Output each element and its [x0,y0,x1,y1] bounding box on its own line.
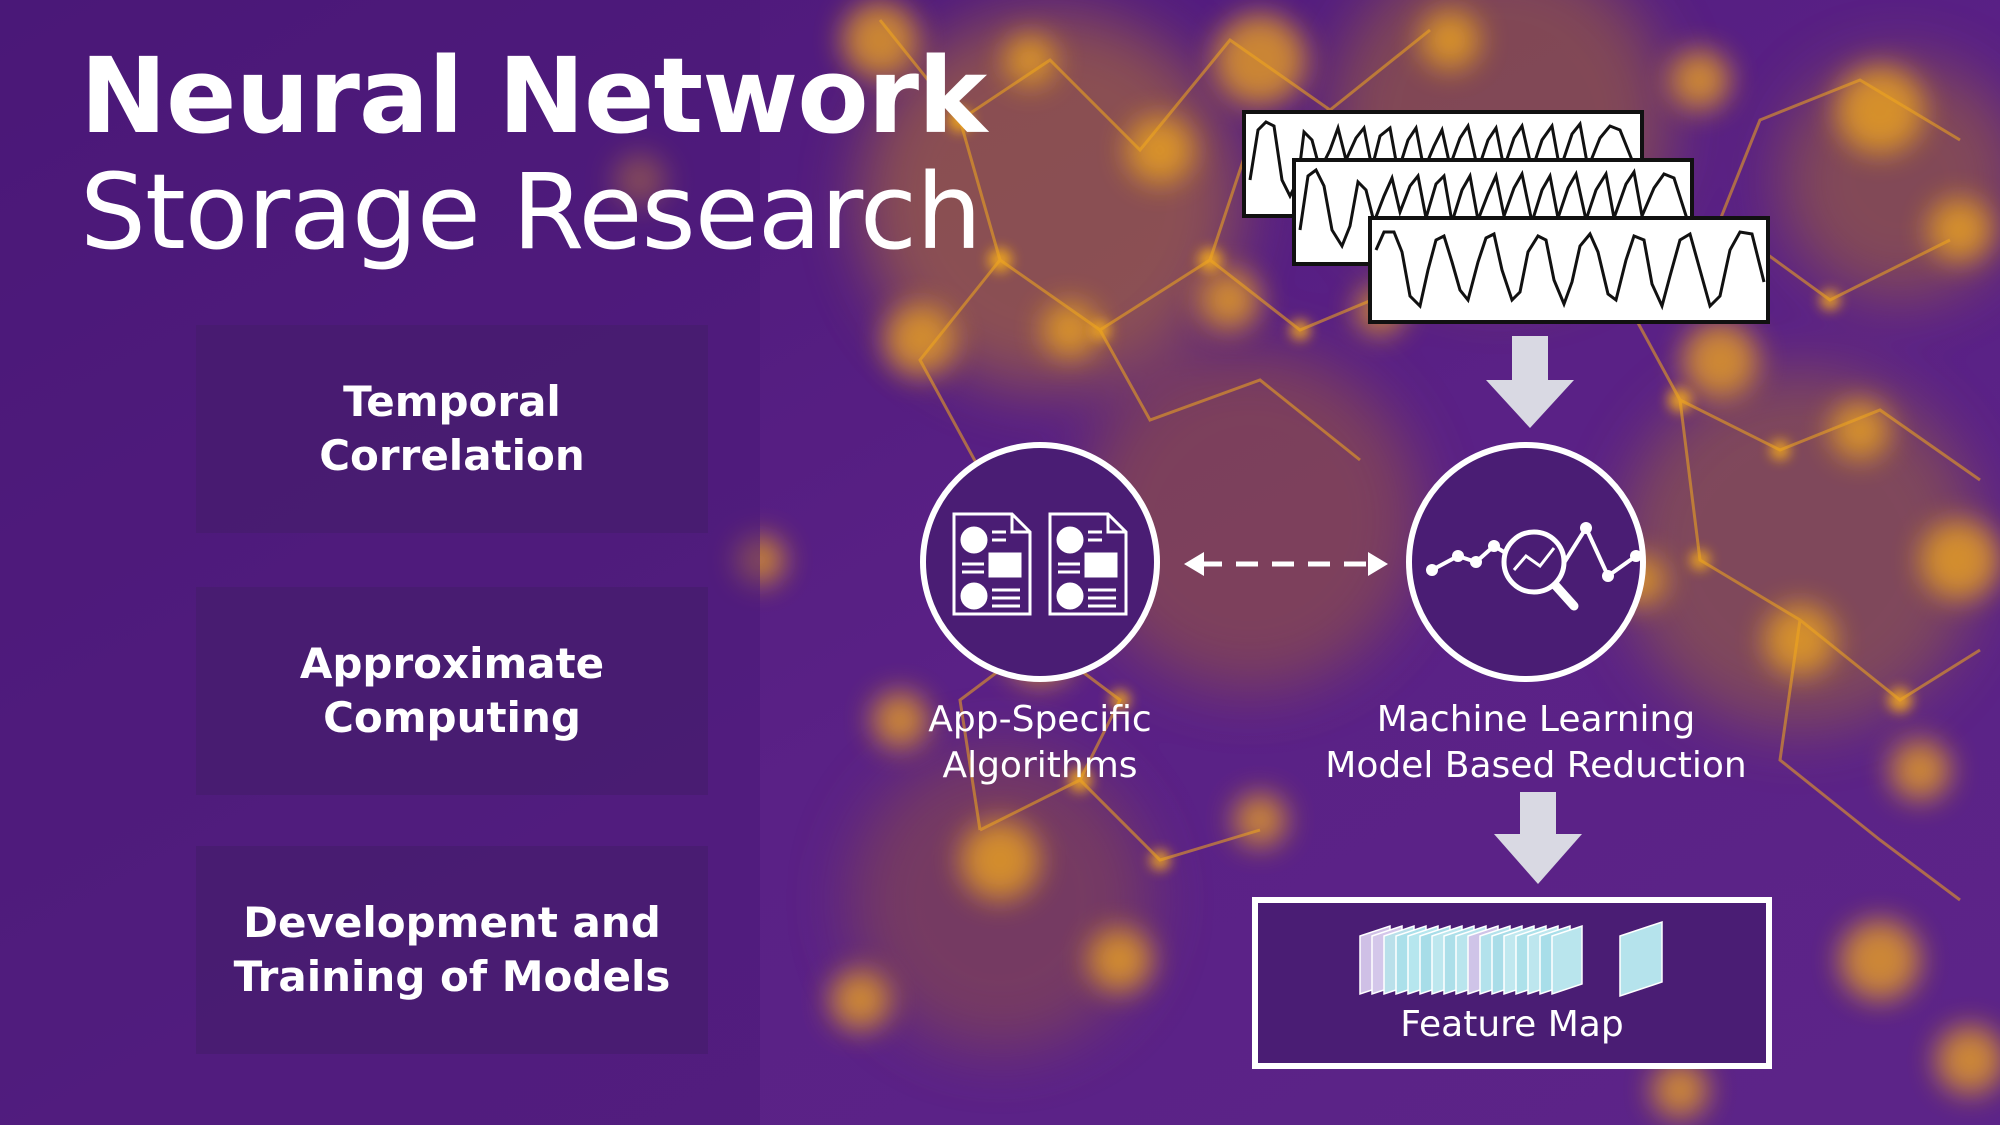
topic-label: Temporal Correlation [319,377,585,480]
topic-development-training: Development and Training of Models [196,846,708,1054]
machine-learning-label: Machine Learning Model Based Reduction [1325,699,1747,786]
topic-label: Approximate Computing [299,639,605,742]
app-specific-algorithms-node [920,442,1160,682]
feature-map-label: Feature Map [1400,1004,1624,1045]
topic-label: Development and Training of Models [233,898,671,1001]
app-specific-algorithms-label: App-Specific Algorithms [928,699,1152,786]
page-title: Neural Network Storage Research [80,35,987,273]
title-line-1: Neural Network [80,35,987,157]
title-line-2: Storage Research [80,151,982,273]
machine-learning-node [1406,442,1646,682]
topic-temporal-correlation: Temporal Correlation [196,325,708,533]
topic-approximate-computing: Approximate Computing [196,587,708,795]
